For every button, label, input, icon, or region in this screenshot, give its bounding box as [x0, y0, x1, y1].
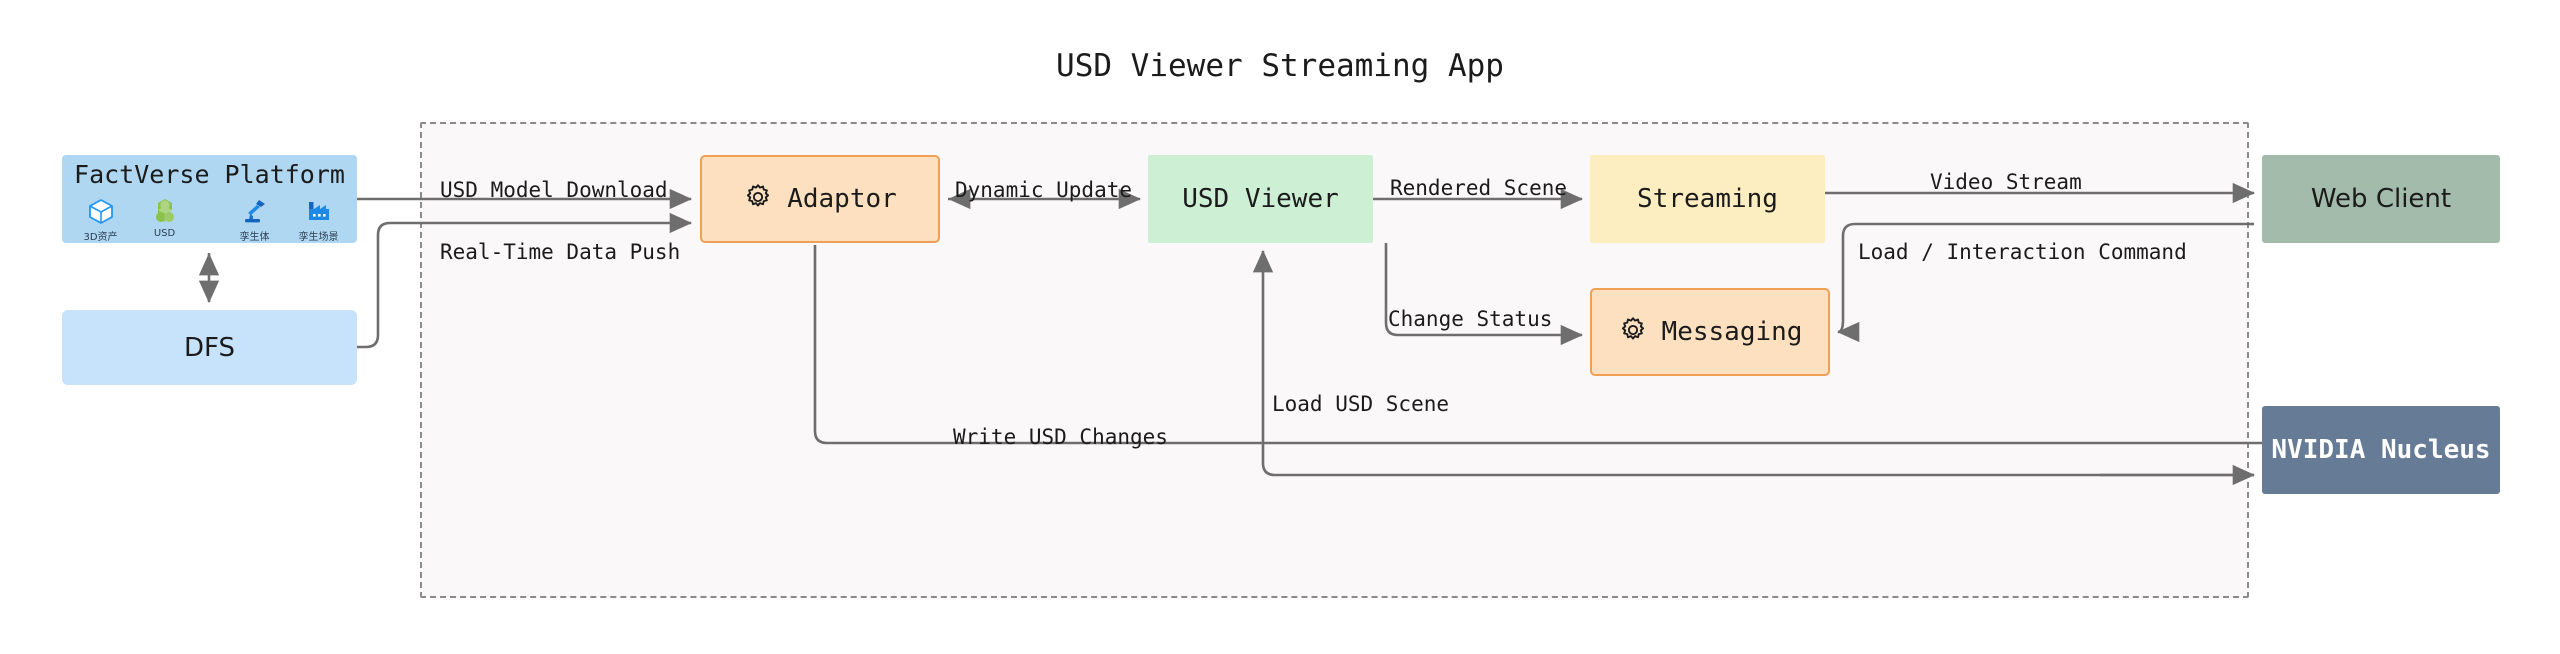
edge-label-change-status: Change Status	[1388, 307, 1553, 331]
edge-label-video-stream: Video Stream	[1930, 170, 2082, 194]
page-title: USD Viewer Streaming App	[1056, 48, 1504, 84]
node-usd-viewer[interactable]: USD Viewer	[1148, 155, 1373, 243]
factory-caption: 孪生场景	[298, 232, 339, 243]
platform-title: FactVerse Platform	[74, 160, 345, 189]
usd-cubes-caption: USD	[153, 228, 176, 239]
node-streaming[interactable]: Streaming	[1590, 155, 1825, 243]
robot-arm-caption: 孪生体	[239, 232, 270, 243]
messaging-label: Messaging	[1661, 317, 1803, 347]
node-nvidia-nucleus[interactable]: NVIDIA Nucleus	[2262, 406, 2500, 494]
gear-icon	[743, 182, 773, 216]
robot-arm-icon: 孪生体	[223, 196, 287, 243]
edge-label-usd-model-download: USD Model Download	[440, 178, 668, 202]
node-web-client[interactable]: Web Client	[2262, 155, 2500, 243]
platform-icon-row: 3D资产 USD	[69, 196, 351, 243]
node-adaptor[interactable]: Adaptor	[700, 155, 940, 243]
cube-3d-icon: 3D资产	[69, 196, 133, 243]
edge-label-dynamic-update: Dynamic Update	[955, 178, 1133, 202]
edge-label-load-usd-scene: Load USD Scene	[1272, 392, 1450, 416]
node-dfs[interactable]: DFS	[62, 310, 357, 385]
usd-cubes-icon: USD	[133, 196, 197, 239]
adaptor-label: Adaptor	[787, 184, 897, 214]
gear-icon	[1618, 315, 1648, 349]
cube-3d-caption: 3D资产	[83, 232, 118, 243]
edge-label-load-interaction-command: Load / Interaction Command	[1858, 240, 2187, 264]
edge-label-write-usd-changes: Write USD Changes	[953, 425, 1168, 449]
node-messaging[interactable]: Messaging	[1590, 288, 1830, 376]
node-factverse-platform[interactable]: FactVerse Platform 3D资产	[62, 155, 357, 243]
edge-label-rendered-scene: Rendered Scene	[1390, 176, 1568, 200]
edge-label-real-time-data-push: Real-Time Data Push	[440, 240, 681, 264]
factory-icon: 孪生场景	[287, 196, 351, 243]
